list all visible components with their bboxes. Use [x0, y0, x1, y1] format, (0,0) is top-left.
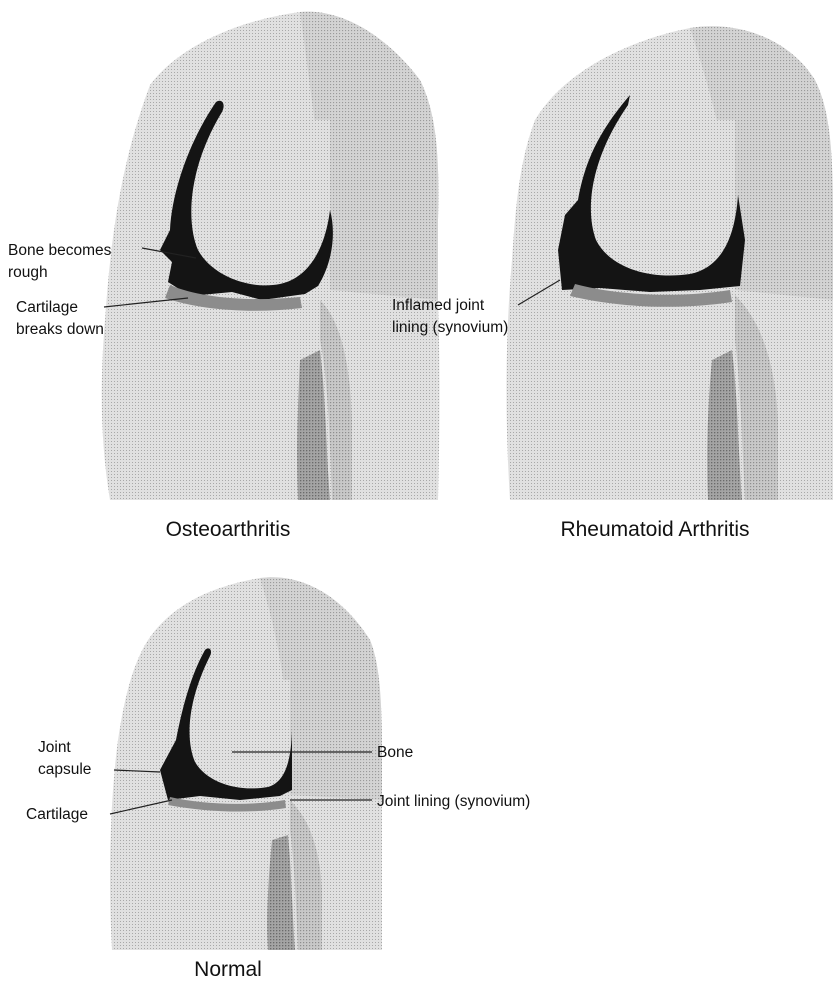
rheumatoid-panel: Inflamed joint lining (synovium) Rheumat… — [392, 26, 833, 541]
normal-caption: Normal — [194, 958, 262, 981]
normal-panel: Joint capsule Cartilage Bone Joint linin… — [26, 577, 530, 981]
oa-bone-rough-label: Bone becomes rough — [8, 242, 116, 281]
ra-tibia — [553, 288, 732, 500]
osteoarthritis-panel: Bone becomes rough Cartilage breaks down… — [8, 12, 440, 541]
normal-bone-label: Bone — [377, 744, 413, 761]
normal-tibia — [139, 795, 285, 950]
oa-caption: Osteoarthritis — [166, 518, 291, 541]
normal-cartilage-label: Cartilage — [26, 806, 88, 823]
normal-lining-label: Joint lining (synovium) — [377, 793, 530, 810]
oa-tibia — [139, 293, 316, 500]
ra-caption: Rheumatoid Arthritis — [560, 518, 749, 541]
oa-cartilage-label: Cartilage breaks down — [16, 299, 104, 338]
normal-capsule-label: Joint capsule — [38, 739, 91, 778]
